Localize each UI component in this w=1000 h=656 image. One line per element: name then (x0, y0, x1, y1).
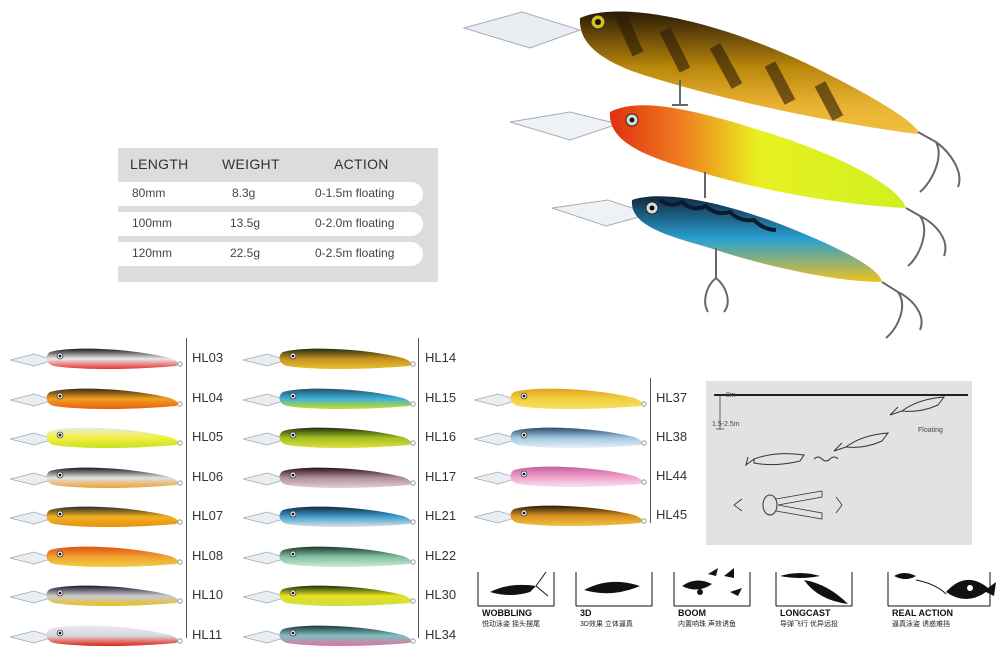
lure-swatch (9, 463, 185, 493)
action-cell: 0-1.5m floating (315, 186, 395, 200)
depth-range-label: 1.5-2.5m (712, 421, 740, 428)
feature-subtitle: 悦动泳姿 摇头摆尾 (482, 621, 540, 628)
spec-table: LENGTH WEIGHT ACTION 80mm 8.3g 0-1.5m fl… (118, 148, 438, 282)
model-code-label: HL22 (425, 547, 457, 563)
longcast-icon (775, 572, 853, 607)
column-divider (650, 378, 651, 523)
lure-swatch (242, 502, 418, 532)
feature-subtitle: 内置响珠 声效诱鱼 (678, 621, 736, 628)
diagram-drawing (714, 394, 968, 520)
model-code-label: HL45 (656, 507, 688, 522)
boom-icon (673, 568, 751, 607)
lure-swatch (9, 502, 185, 532)
lure-swatch (9, 344, 185, 374)
lure-swatch (242, 344, 418, 374)
model-code-label: HL21 (425, 508, 457, 523)
diving-depth-diagram: 0m 1.5-2.5m Floating (706, 381, 972, 545)
table-row: 80mm 8.3g 0-1.5m floating (118, 182, 423, 206)
feature-subtitle: 3D效果 立体逼真 (580, 621, 633, 628)
action-cell: 0-2.0m floating (315, 216, 395, 230)
lure-swatch (9, 384, 185, 414)
feature-title: REAL ACTION (892, 608, 954, 618)
lure-swatch (473, 462, 649, 492)
feature-title: 3D (580, 608, 592, 618)
feature-subtitle: 导弹飞行 优异远投 (780, 621, 838, 628)
model-code-label: HL15 (425, 389, 457, 405)
model-code-label: HL08 (192, 547, 224, 563)
length-cell: 100mm (132, 216, 173, 230)
model-code-label: HL30 (425, 587, 457, 602)
column-divider (186, 338, 187, 638)
lure-swatch (242, 621, 418, 651)
floating-label: Floating (918, 427, 943, 434)
table-row: 100mm 13.5g 0-2.0m floating (118, 212, 423, 236)
weight-cell: 22.5g (230, 246, 261, 260)
depth-top-label: 0m (726, 392, 736, 399)
wobbling-icon (477, 571, 555, 607)
weight-cell: 13.5g (230, 216, 261, 230)
feature-boom: BOOM 内置响珠 声效诱鱼 (672, 564, 752, 629)
hero-lures-image (460, 0, 1000, 345)
feature-title: LONGCAST (780, 608, 831, 618)
feature-subtitle: 逼真泳姿 诱惑难挡 (892, 621, 950, 628)
header-weight: WEIGHT (222, 156, 280, 172)
model-code-label: HL14 (425, 350, 457, 365)
feature-title: BOOM (678, 608, 706, 618)
weight-cell: 8.3g (232, 186, 256, 200)
feature-real-action: REAL ACTION 逼真泳姿 诱惑难挡 (886, 564, 996, 629)
model-code-label: HL05 (192, 429, 224, 444)
model-code-label: HL17 (425, 468, 457, 484)
feature-title: WOBBLING (482, 608, 532, 618)
model-code-label: HL03 (192, 350, 224, 365)
lure-swatch (242, 463, 418, 493)
action-cell: 0-2.5m floating (315, 246, 395, 260)
lure-swatch (9, 581, 185, 611)
model-code-label: HL07 (192, 508, 224, 523)
lure-swatch (9, 621, 185, 651)
model-code-label: HL38 (656, 429, 688, 444)
model-code-label: HL10 (192, 587, 224, 602)
column-divider (418, 338, 419, 638)
feature-longcast: LONGCAST 导弹飞行 优异远投 (774, 564, 854, 629)
table-row: 120mm 22.5g 0-2.5m floating (118, 242, 423, 266)
model-code-label: HL16 (425, 429, 457, 444)
lure-swatch (242, 581, 418, 611)
lure-swatch (473, 501, 649, 531)
model-code-label: HL06 (192, 468, 224, 484)
header-action: ACTION (334, 156, 389, 172)
length-cell: 120mm (132, 246, 173, 260)
header-length: LENGTH (130, 156, 189, 172)
model-code-label: HL04 (192, 389, 224, 405)
lure-swatch (473, 384, 649, 414)
model-code-label: HL34 (425, 626, 457, 642)
lure-swatch (473, 423, 649, 453)
lure-swatch (242, 423, 418, 453)
3d-icon (575, 572, 653, 607)
lure-swatch (9, 423, 185, 453)
real-action-icon (887, 572, 996, 607)
model-code-label: HL37 (656, 390, 688, 405)
length-cell: 80mm (132, 186, 166, 200)
feature-3d: 3D 3D效果 立体逼真 (574, 564, 654, 629)
model-code-label: HL11 (192, 626, 223, 642)
lure-swatch (9, 542, 185, 572)
lure-swatch (242, 542, 418, 572)
feature-wobbling: WOBBLING 悦动泳姿 摇头摆尾 (476, 564, 556, 629)
lure-swatch (242, 384, 418, 414)
model-code-label: HL44 (656, 468, 688, 483)
